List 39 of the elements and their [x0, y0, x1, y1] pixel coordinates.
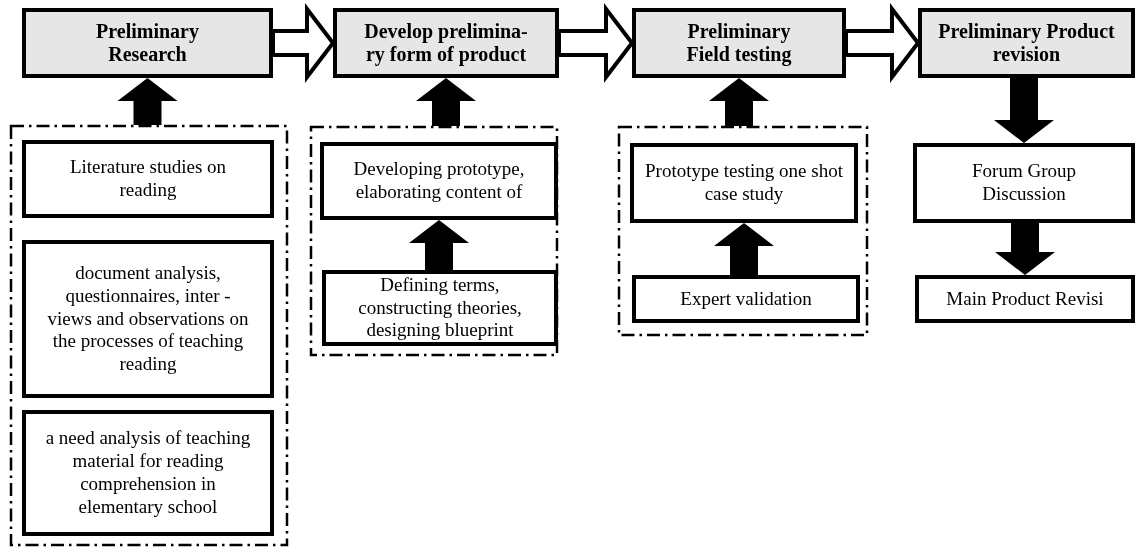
activity-box [630, 143, 858, 223]
stage-box [918, 8, 1135, 78]
activity-text: Expert validation [680, 287, 812, 311]
stage-title: Develop prelimina- ry form of product [363, 20, 529, 66]
stage-title: Preliminary Research [95, 20, 200, 66]
activity-box [913, 143, 1135, 223]
stage-box [632, 8, 846, 78]
dashed-group-frame [618, 126, 868, 336]
activity-text: Developing prototype, elaborating content of [352, 158, 526, 204]
activity-text: a need analysis of teaching material for reading comprehension in elementary school [45, 427, 251, 519]
activity-text: Prototype testing one shot case study [644, 160, 844, 206]
stage-box [333, 8, 559, 78]
block-arrow [416, 78, 476, 126]
activity-box [915, 275, 1135, 323]
stage-box [22, 8, 273, 78]
dashed-group-frame [10, 125, 288, 546]
hollow-block-arrow [844, 3, 921, 83]
activity-text: Forum Group Discussion [971, 160, 1077, 206]
block-arrow [409, 220, 469, 270]
block-arrow [709, 78, 769, 126]
activity-text: document analysis, questionnaires, inter - views and observations on the processes of teaching reading [46, 262, 250, 376]
activity-box [632, 275, 860, 323]
activity-text: Literature studies on reading [68, 156, 228, 202]
stage-title: Preliminary Field testing [685, 20, 793, 66]
dashed-group-frame [310, 126, 558, 356]
activity-box [322, 270, 558, 346]
block-arrow [117, 78, 178, 125]
activity-text: Main Product Revisi [946, 287, 1104, 311]
block-arrow [714, 223, 774, 275]
activity-text: Defining terms, constructing theories, designing blueprint [357, 273, 523, 343]
activity-box [22, 410, 274, 536]
stage-title: Preliminary Product revision [937, 20, 1116, 66]
activity-box [22, 140, 274, 218]
activity-box [320, 142, 558, 220]
activity-box [22, 240, 274, 398]
block-arrow [994, 78, 1054, 143]
hollow-block-arrow [557, 3, 635, 83]
block-arrow [995, 223, 1055, 275]
hollow-block-arrow [271, 3, 336, 83]
